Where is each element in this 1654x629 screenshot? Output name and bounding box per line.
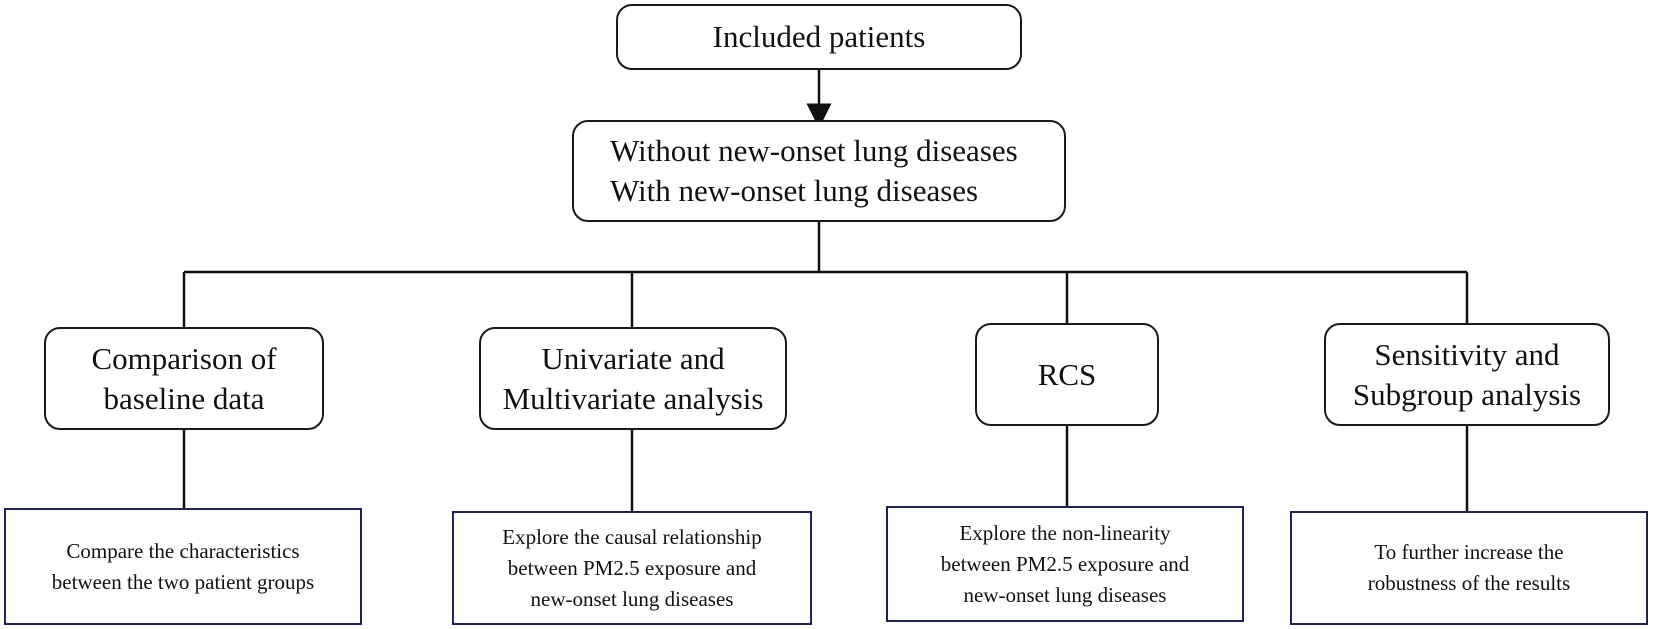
regression-description-line-2: between PM2.5 exposure and	[507, 555, 757, 580]
rcs-description-line-3: new-onset lung diseases	[963, 582, 1167, 607]
baseline-description-box: Compare the characteristics between the …	[4, 508, 362, 625]
group-with-label: With new-onset lung diseases	[610, 173, 979, 208]
sensitivity-description-line-2: robustness of the results	[1367, 571, 1571, 595]
rcs-box: RCS	[975, 323, 1159, 426]
regression-description-line-1: Explore the causal relationship	[502, 524, 762, 549]
sensitivity-analysis-line-1: Sensitivity and	[1374, 336, 1560, 372]
rcs-description-line-1: Explore the non-linearity	[959, 520, 1171, 545]
sensitivity-analysis-box: Sensitivity and Subgroup analysis	[1324, 323, 1610, 426]
regression-analysis-line-2: Multivariate analysis	[502, 380, 764, 416]
rcs-description-line-2: between PM2.5 exposure and	[940, 551, 1190, 576]
sensitivity-description-line-1: To further increase the	[1374, 540, 1564, 564]
sensitivity-analysis-line-2: Subgroup analysis	[1352, 376, 1582, 412]
baseline-comparison-box: Comparison of baseline data	[44, 327, 324, 430]
rcs-description-box: Explore the non-linearity between PM2.5 …	[886, 506, 1244, 622]
regression-description-line-3: new-onset lung diseases	[530, 586, 734, 611]
baseline-comparison-line-2: baseline data	[103, 380, 265, 416]
baseline-description-line-2: between the two patient groups	[51, 569, 315, 594]
rcs-label: RCS	[1037, 356, 1097, 392]
baseline-description-line-1: Compare the characteristics	[66, 538, 300, 563]
regression-description-box: Explore the causal relationship between …	[452, 511, 812, 625]
group-without-label: Without new-onset lung diseases	[610, 133, 1018, 168]
included-patients-label: Included patients	[712, 19, 926, 54]
included-patients-box: Included patients	[616, 4, 1022, 70]
patient-groups-box: Without new-onset lung diseases With new…	[572, 120, 1066, 222]
regression-analysis-box: Univariate and Multivariate analysis	[479, 327, 787, 430]
regression-analysis-line-1: Univariate and	[541, 340, 725, 376]
baseline-comparison-line-1: Comparison of	[91, 340, 277, 376]
sensitivity-description-box: To further increase the robustness of th…	[1290, 511, 1648, 625]
